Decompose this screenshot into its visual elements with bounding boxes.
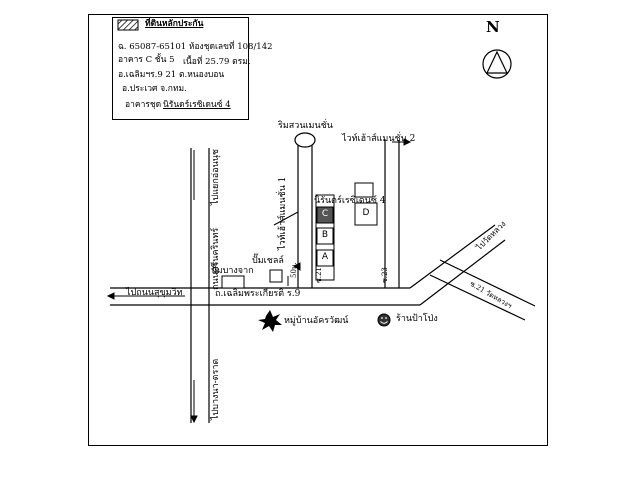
label-soi-21: ซ.21	[315, 267, 323, 283]
label-chaloem-road: ถ.เฉลิมพระเกียรติ ร.9	[215, 289, 301, 299]
label-to-bang-na: ไปบางนา-ตราด	[211, 358, 221, 420]
north-label: N	[486, 18, 500, 36]
road-soi21-wat-a	[439, 259, 536, 307]
building-a-label: A	[321, 252, 329, 262]
shop-smiley-icon	[377, 313, 391, 327]
legend-line-area: เนื้อที่ 25.79 ตรม.	[183, 57, 251, 67]
arrow-left-icon	[106, 292, 115, 300]
label-white-house-1: ไวท์เฮ้าส์แมนชั่น 1	[278, 176, 288, 250]
hatched-legend-icon	[117, 19, 139, 31]
label-white-house-2: ไวท์เฮ้าส์แมนชั่น 2	[342, 134, 416, 144]
label-distance: 50ม.	[290, 262, 298, 278]
label-village: หมู่บ้านอัครวัฒน์	[284, 316, 349, 326]
road-wat-luang-a	[409, 224, 496, 289]
map-frame	[88, 14, 548, 446]
building-d-box	[354, 202, 378, 226]
riverside-mansion-oval	[294, 132, 316, 148]
building-d-label: D	[362, 208, 370, 218]
label-pump-shell: ปั๊มเชลล์	[252, 256, 284, 266]
label-pump-bangchak: ปั๊มบางจาก	[211, 266, 254, 276]
building-c-box	[316, 206, 334, 224]
legend-title: ที่ดินหลักประกัน	[145, 19, 204, 29]
legend-line-road: อ.เฉลิมฯร.9 21 ต.หนองบอน	[118, 70, 225, 80]
road-soi21-wat-b	[429, 274, 526, 321]
label-niran-residence-4: นิรันดร์เรซิเดนซ์ 4	[314, 196, 386, 206]
label-riverside: ริมสวนเมนชั่น	[278, 121, 333, 131]
pump-bangchak-box	[221, 275, 245, 289]
building-c-label: C	[321, 209, 329, 219]
niran-top-box	[354, 182, 374, 198]
road-wat-luang-b	[419, 239, 506, 306]
label-shop: ร้านป้าโป่ง	[396, 314, 438, 324]
north-arrow-icon	[482, 49, 512, 79]
building-b-box	[316, 227, 334, 245]
building-b-label: B	[321, 230, 329, 240]
label-soi-23: ซ.23	[381, 267, 389, 283]
village-star-icon	[258, 310, 282, 332]
legend-line-condo-name: นิรันดร์เรซิเดนซ์ 4	[163, 100, 231, 110]
building-a-box	[316, 249, 334, 267]
label-srinakarin-road: ถนนศรีนครินทร์	[211, 227, 221, 290]
arrow-down-icon	[190, 415, 198, 424]
legend-line-district: อ.ประเวศ จ.กทม.	[122, 84, 187, 94]
legend-line-building: อาคาร C ชั้น 5	[118, 55, 175, 65]
label-to-sukhumvit: ไปถนนสุขุมวิท	[126, 288, 183, 298]
legend-line-deed: ฉ. 65087-65101 ห้องชุดเลขที่ 108/142	[118, 42, 273, 52]
legend-box	[112, 17, 249, 120]
label-to-on-nut: ไปแยกอ่อนนุช	[211, 149, 221, 205]
legend-line-condo-label: อาคารชุด	[125, 100, 162, 110]
pump-shell-box	[269, 269, 283, 283]
arrow-left-down-icon	[293, 262, 301, 271]
